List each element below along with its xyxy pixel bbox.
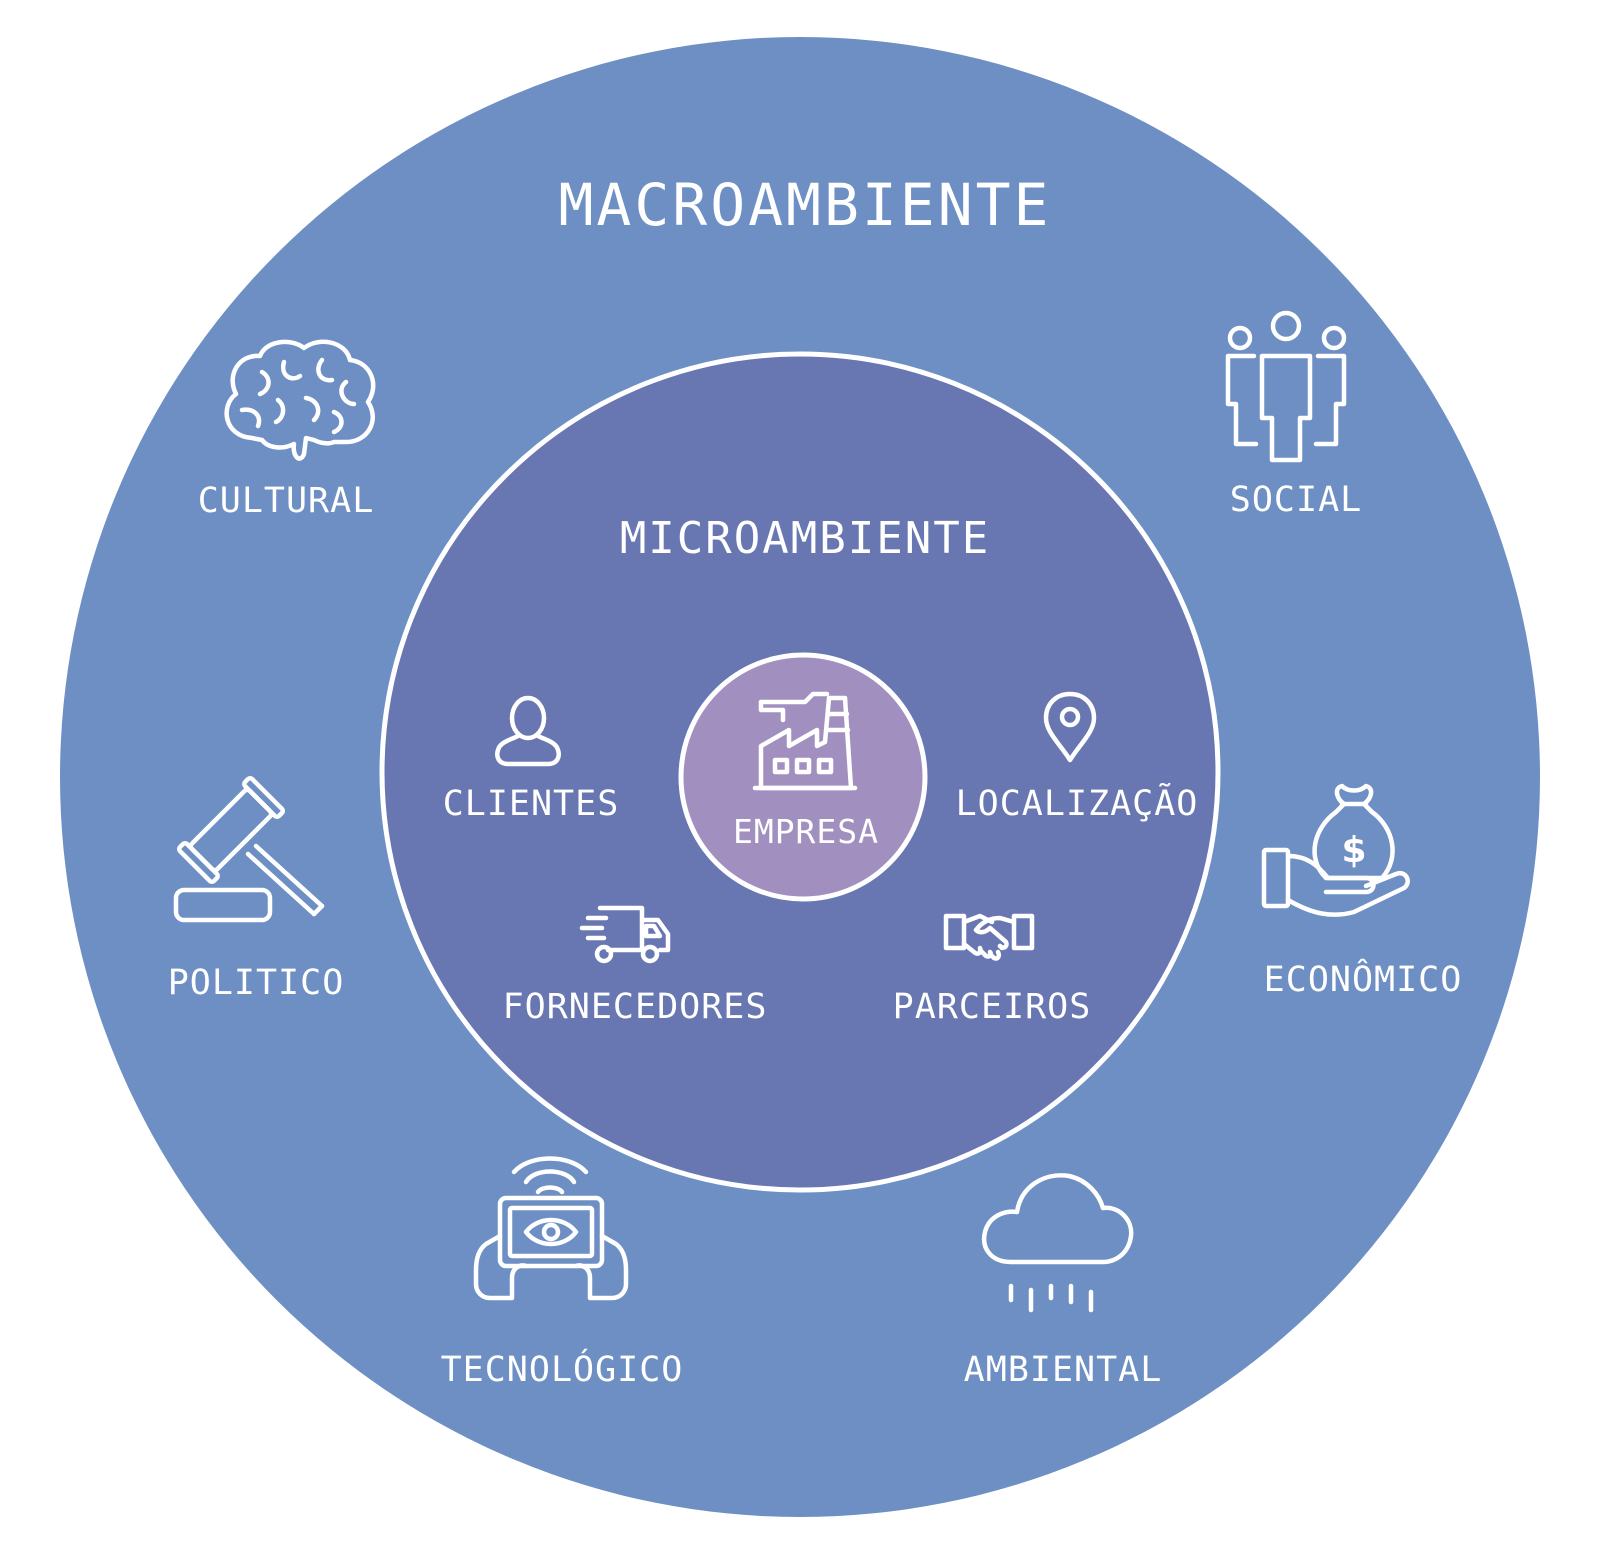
macro-label-politico: POLITICO	[168, 963, 345, 1003]
svg-text:$: $	[1341, 830, 1366, 871]
center-label-empresa: EMPRESA	[733, 812, 879, 851]
micro-title: MICROAMBIENTE	[620, 513, 990, 564]
macro-label-economico: ECONÔMICO	[1264, 958, 1463, 1000]
brain-icon	[224, 339, 376, 461]
user-icon	[495, 695, 561, 767]
people-group-icon	[1225, 310, 1347, 463]
macro-label-tecnologico: TECNOLÓGICO	[441, 1348, 684, 1390]
micro-label-fornecedores: FORNECEDORES	[503, 987, 768, 1027]
macro-label-cultural: CULTURAL	[198, 481, 375, 521]
macro-label-ambiental: AMBIENTAL	[964, 1350, 1163, 1390]
delivery-truck-icon	[579, 905, 671, 964]
macro-title: MACROAMBIENTE	[559, 171, 1052, 239]
rain-cloud-icon	[981, 1173, 1134, 1313]
tablet-eye-icon	[473, 1156, 629, 1301]
macro-label-social: SOCIAL	[1230, 480, 1362, 520]
micro-label-parceiros: PARCEIROS	[893, 987, 1092, 1027]
money-bag-hand-icon: $	[1261, 783, 1410, 917]
micro-label-clientes: CLIENTES	[443, 784, 620, 824]
center-circle	[678, 652, 928, 902]
handshake-icon	[943, 913, 1035, 961]
micro-label-localizacao: LOCALIZAÇÃO	[956, 782, 1199, 824]
factory-icon	[752, 691, 858, 791]
gavel-icon	[173, 775, 325, 923]
map-pin-icon	[1043, 691, 1097, 763]
